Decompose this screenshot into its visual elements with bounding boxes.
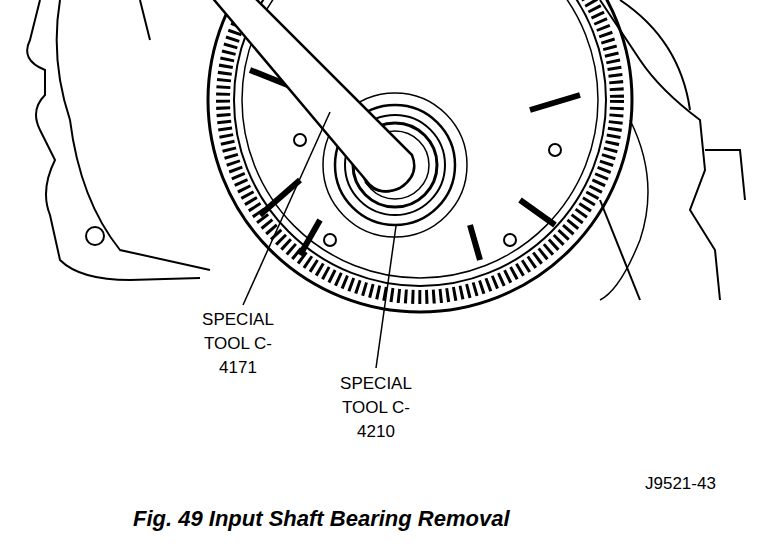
figure-caption: Fig. 49 Input Shaft Bearing Removal — [133, 506, 510, 532]
figure-code: J9521-43 — [643, 472, 718, 496]
tool-callout: SPECIAL TOOL C-4171 — [194, 308, 282, 380]
tool-callout: SPECIAL TOOL C-4210 — [332, 372, 420, 444]
